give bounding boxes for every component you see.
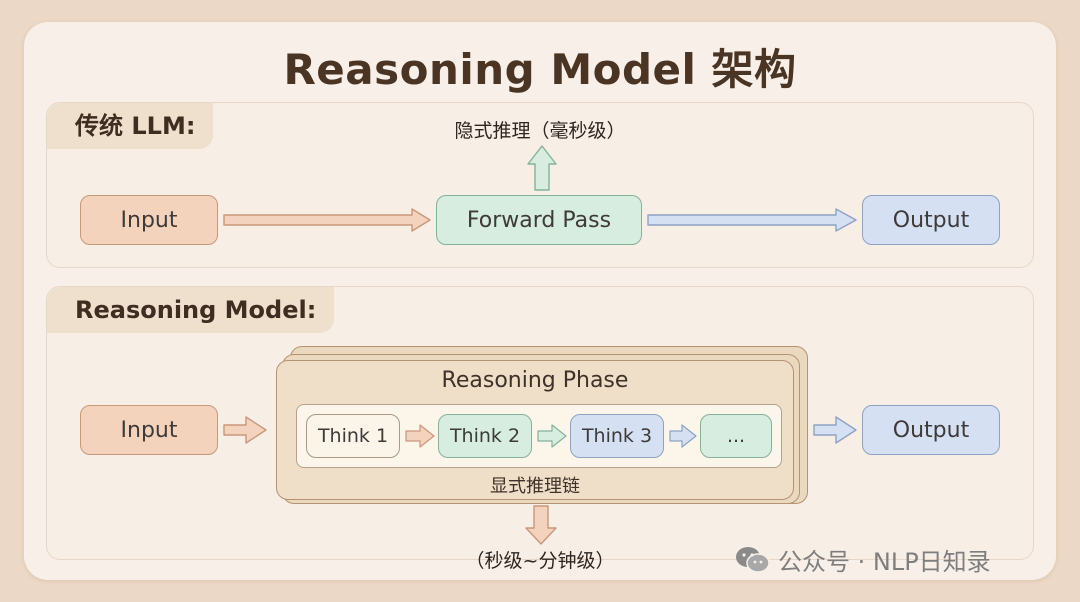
arrow-think1-to-think2 bbox=[405, 424, 435, 448]
arrow-phase-to-output bbox=[813, 416, 857, 444]
implicit-reasoning-note: 隐式推理（毫秒级） bbox=[454, 120, 626, 142]
think-step-2: Think 2 bbox=[438, 414, 532, 458]
think-step-1: Think 1 bbox=[306, 414, 400, 458]
reasoning-model-label: Reasoning Model: bbox=[47, 287, 335, 333]
traditional-output-node: Output bbox=[862, 195, 1000, 245]
reasoning-output-node: Output bbox=[862, 405, 1000, 455]
think-step-3: Think 3 bbox=[570, 414, 664, 458]
watermark-text: 公众号 · NLP日知录 bbox=[778, 548, 991, 576]
traditional-llm-label: 传统 LLM: bbox=[47, 103, 214, 149]
arrow-input-to-phase bbox=[223, 416, 267, 444]
reasoning-phase-title: Reasoning Phase bbox=[441, 368, 629, 393]
arrow-forward-up bbox=[527, 145, 557, 191]
think-step-more: ... bbox=[700, 414, 772, 458]
arrow-think2-to-think3 bbox=[537, 424, 567, 448]
arrow-phase-down bbox=[525, 505, 557, 545]
time-scale-note: （秒级~分钟级） bbox=[465, 550, 615, 572]
traditional-input-node: Input bbox=[80, 195, 218, 245]
wechat-icon bbox=[736, 546, 770, 573]
arrow-think3-to-more bbox=[669, 424, 697, 448]
explicit-chain-label: 显式推理链 bbox=[490, 476, 580, 497]
diagram-title: Reasoning Model 架构 bbox=[283, 45, 797, 94]
arrow-input-to-forward bbox=[223, 208, 431, 232]
watermark: 公众号 · NLP日知录 bbox=[734, 542, 991, 577]
reasoning-input-node: Input bbox=[80, 405, 218, 455]
forward-pass-node: Forward Pass bbox=[436, 195, 642, 245]
arrow-forward-to-output bbox=[647, 208, 857, 232]
